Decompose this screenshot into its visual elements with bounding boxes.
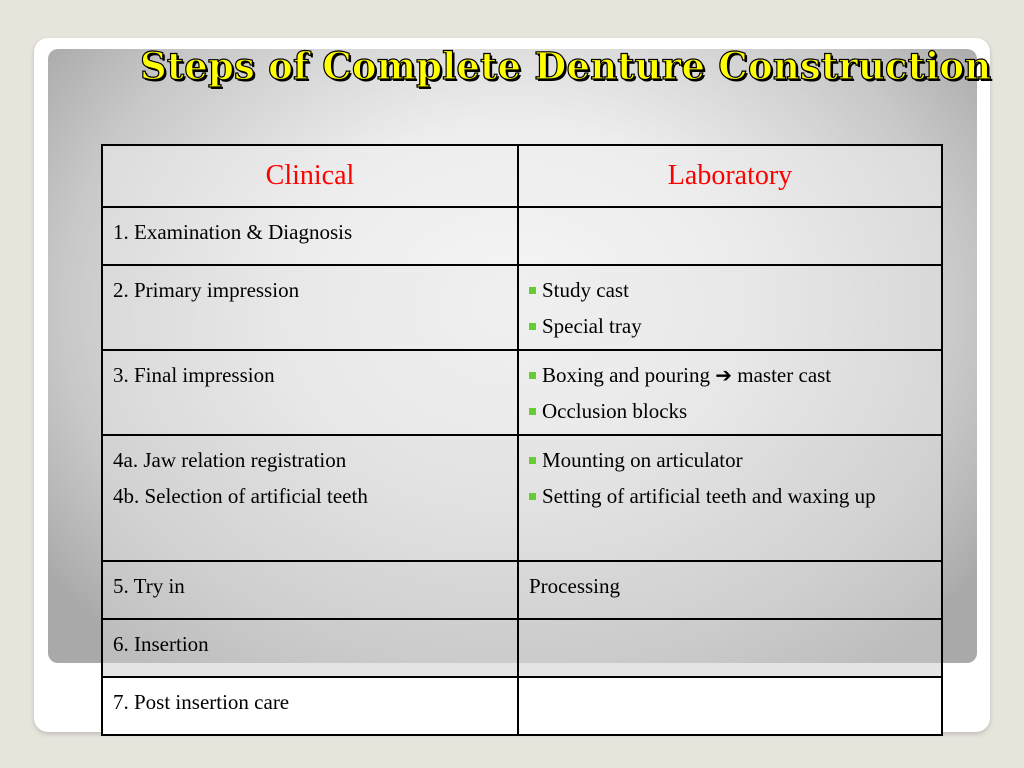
lab-item-text: Special tray bbox=[542, 314, 642, 338]
lab-item: Setting of artificial teeth and waxing u… bbox=[529, 481, 931, 511]
table-row: 1. Examination & Diagnosis bbox=[101, 206, 943, 266]
clinical-cell: 7. Post insertion care bbox=[101, 676, 519, 736]
steps-table: Clinical Laboratory 1. Examination & Dia… bbox=[101, 144, 943, 736]
laboratory-cell: Processing bbox=[517, 560, 943, 620]
square-bullet-icon bbox=[529, 492, 536, 500]
laboratory-cell: Study cast Special tray bbox=[517, 264, 943, 351]
clinical-cell: 1. Examination & Diagnosis bbox=[101, 206, 519, 266]
lab-item: Boxing and pouring ➔ master cast bbox=[529, 360, 931, 390]
clinical-step: 7. Post insertion care bbox=[113, 690, 290, 714]
lab-item-text: Study cast bbox=[542, 278, 629, 302]
lab-item: Occlusion blocks bbox=[529, 396, 931, 426]
lab-item-text: Occlusion blocks bbox=[542, 399, 688, 423]
table-row: 4a. Jaw relation registration 4b. Select… bbox=[101, 434, 943, 562]
clinical-step: 4b. Selection of artificial teeth bbox=[113, 484, 368, 508]
lab-item-result: master cast bbox=[737, 363, 832, 387]
table-row: 7. Post insertion care bbox=[101, 676, 943, 736]
clinical-step: 2. Primary impression bbox=[113, 278, 300, 302]
clinical-cell: 6. Insertion bbox=[101, 618, 519, 678]
square-bullet-icon bbox=[529, 286, 536, 294]
clinical-cell: 2. Primary impression bbox=[101, 264, 519, 351]
square-bullet-icon bbox=[529, 407, 536, 415]
lab-item: Mounting on articulator bbox=[529, 445, 931, 475]
header-clinical: Clinical bbox=[101, 144, 519, 208]
clinical-step: 5. Try in bbox=[113, 574, 185, 598]
laboratory-cell bbox=[517, 618, 943, 678]
lab-item-text: Processing bbox=[529, 574, 620, 598]
laboratory-cell: Boxing and pouring ➔ master cast Occlusi… bbox=[517, 349, 943, 436]
table-row: 3. Final impression Boxing and pouring ➔… bbox=[101, 349, 943, 436]
lab-item-text: Mounting on articulator bbox=[542, 448, 743, 472]
table-row: 6. Insertion bbox=[101, 618, 943, 678]
square-bullet-icon bbox=[529, 322, 536, 330]
right-arrow-icon: ➔ bbox=[715, 363, 733, 387]
clinical-cell: 5. Try in bbox=[101, 560, 519, 620]
clinical-step: 6. Insertion bbox=[113, 632, 209, 656]
laboratory-cell: Mounting on articulator Setting of artif… bbox=[517, 434, 943, 562]
lab-item: Special tray bbox=[529, 311, 931, 341]
laboratory-cell bbox=[517, 676, 943, 736]
table-header-row: Clinical Laboratory bbox=[101, 144, 943, 208]
clinical-cell: 4a. Jaw relation registration 4b. Select… bbox=[101, 434, 519, 562]
lab-item-text: Boxing and pouring bbox=[542, 363, 710, 387]
laboratory-cell bbox=[517, 206, 943, 266]
lab-item-text: Setting of artificial teeth and waxing u… bbox=[542, 484, 876, 508]
clinical-step: 4a. Jaw relation registration bbox=[113, 448, 347, 472]
slide-title: Steps of Complete Denture Construction bbox=[139, 43, 992, 88]
lab-item: Study cast bbox=[529, 275, 931, 305]
table-row: 2. Primary impression Study cast Special… bbox=[101, 264, 943, 351]
header-laboratory: Laboratory bbox=[517, 144, 943, 208]
clinical-step: 1. Examination & Diagnosis bbox=[113, 220, 353, 244]
clinical-step: 3. Final impression bbox=[113, 363, 275, 387]
square-bullet-icon bbox=[529, 371, 536, 379]
table-row: 5. Try in Processing bbox=[101, 560, 943, 620]
square-bullet-icon bbox=[529, 456, 536, 464]
clinical-cell: 3. Final impression bbox=[101, 349, 519, 436]
